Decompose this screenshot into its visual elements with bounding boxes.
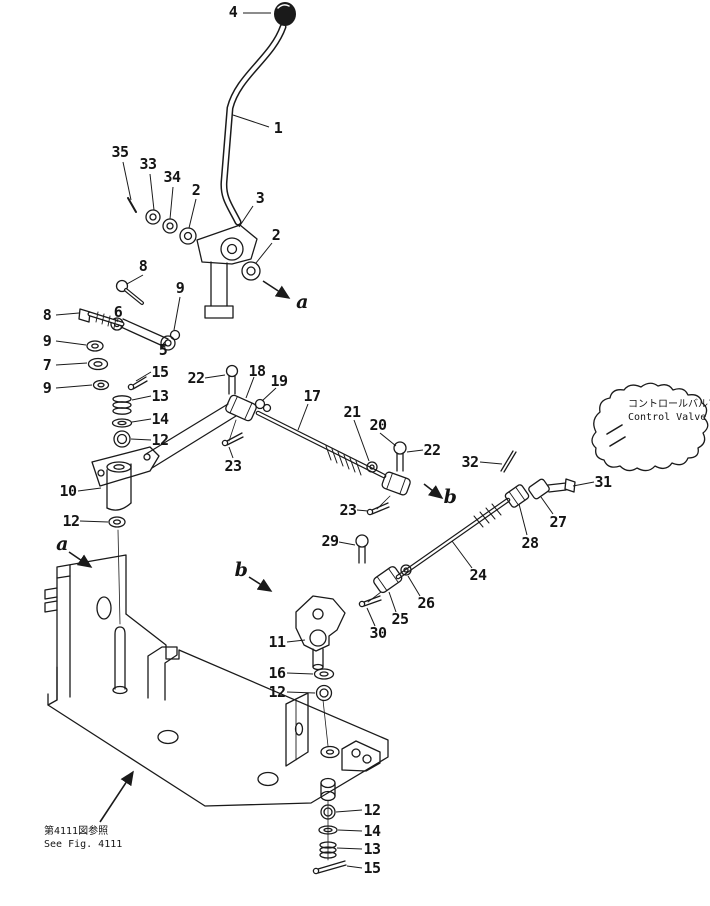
see-figure-label-jp: 第4111図参照: [44, 826, 109, 837]
see-figure-label-en: See Fig. 4111: [44, 838, 123, 850]
control-valve-annotation: コントロールバルブ Control Valve: [628, 399, 710, 424]
control-valve-label-jp: コントロールバルブ: [628, 399, 710, 410]
control-valve-label-en: Control Valve: [628, 411, 707, 423]
leader-lines: [55, 12, 595, 869]
see-figure-annotation: 第4111図参照 See Fig. 4111: [44, 826, 122, 851]
view-arrows: [68, 280, 444, 823]
